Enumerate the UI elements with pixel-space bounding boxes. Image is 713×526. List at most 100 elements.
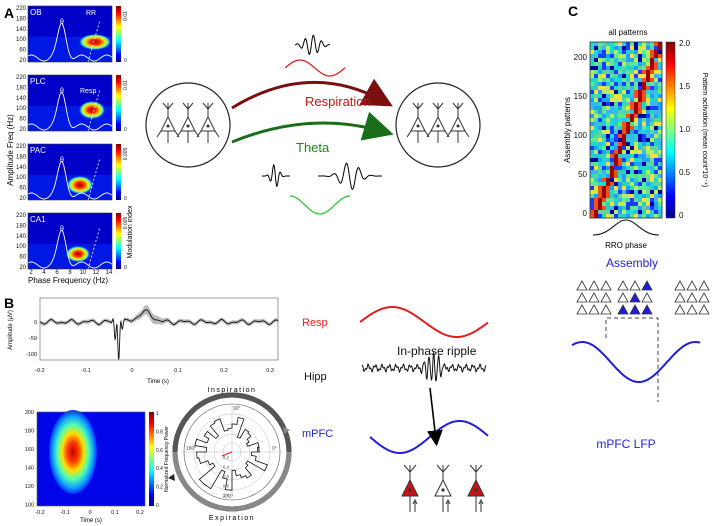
heatmap-cell xyxy=(646,70,651,75)
heatmap-cell xyxy=(630,94,635,99)
heatmap-cell xyxy=(654,162,659,167)
heatmap-cell xyxy=(654,106,659,111)
heatmap-cell xyxy=(630,142,635,147)
heatmap-cell xyxy=(638,54,643,59)
heatmap-cell xyxy=(626,82,631,87)
heatmap-cell xyxy=(658,186,663,191)
heatmap-cell xyxy=(654,134,659,139)
heatmap-cell xyxy=(650,174,655,179)
spectrogram-xlabel: Time (s) xyxy=(80,518,102,524)
heatmap-cell xyxy=(622,202,627,207)
heatmap-cell xyxy=(598,130,603,135)
y-tick-label: 20 xyxy=(19,196,26,202)
heatmap-cell xyxy=(622,74,627,79)
source-circuit xyxy=(145,82,231,168)
heatmap-cell xyxy=(650,82,655,87)
heatmap-cell xyxy=(650,42,655,47)
heatmap-cell xyxy=(646,150,651,155)
heatmap-cell xyxy=(602,154,607,159)
heatmap-cell xyxy=(626,190,631,195)
neuron-soma xyxy=(434,478,452,497)
phase-power-curve xyxy=(27,160,113,200)
heatmap-cell xyxy=(614,62,619,67)
heatmap-cell xyxy=(654,94,659,99)
heatmap-cell xyxy=(622,90,627,95)
heatmap-cell xyxy=(598,66,603,71)
panel-c-xlabel: RRO phase xyxy=(605,241,647,250)
heatmap-cell xyxy=(638,90,643,95)
in-phase-ripple-label: In-phase ripple xyxy=(397,344,477,358)
heatmap-cell xyxy=(614,214,619,219)
heatmap-cell xyxy=(650,178,655,183)
heatmap-cell xyxy=(614,182,619,187)
heatmap-cell xyxy=(642,210,647,215)
polar-angle-0: 0° xyxy=(272,446,277,452)
heatmap-cell xyxy=(622,98,627,103)
heatmap-cell xyxy=(622,190,627,195)
heatmap-cell xyxy=(606,158,611,163)
heatmap-cell xyxy=(654,178,659,183)
heatmap-cell xyxy=(602,170,607,175)
heatmap-cell xyxy=(634,78,639,83)
heatmap-cell xyxy=(606,206,611,211)
x-tick-label: 12 xyxy=(93,270,100,276)
heatmap-cell xyxy=(622,206,627,211)
y-tick-label: 180 xyxy=(16,16,27,22)
heatmap-cell xyxy=(614,74,619,79)
heatmap-cell xyxy=(654,54,659,59)
heatmap-cell xyxy=(594,130,599,135)
heatmap-cell xyxy=(606,150,611,155)
heatmap-cell xyxy=(614,206,619,211)
heatmap-cell xyxy=(602,118,607,123)
heatmap-cell xyxy=(598,98,603,103)
heatmap-cell xyxy=(634,94,639,99)
heatmap-cell xyxy=(638,186,643,191)
heatmap-cell xyxy=(650,110,655,115)
heatmap-cell xyxy=(606,42,611,47)
heatmap-cell xyxy=(626,178,631,183)
panel-a-cbar-label: Modulation index xyxy=(127,205,134,258)
heatmap-cell xyxy=(642,146,647,151)
heatmap-cell xyxy=(610,62,615,67)
heatmap-cell xyxy=(626,134,631,139)
heatmap-cell xyxy=(606,182,611,187)
heatmap-cell xyxy=(594,78,599,83)
heatmap-cell xyxy=(614,106,619,111)
polar-radius-label: 0.8 xyxy=(223,484,230,489)
assembly-label: Assembly xyxy=(606,256,658,270)
heatmap-cell xyxy=(602,110,607,115)
heatmap-cell xyxy=(634,46,639,51)
heatmap-cell xyxy=(638,154,643,159)
heatmap-cell xyxy=(658,166,663,171)
heatmap-cell xyxy=(602,74,607,79)
hipp-label: Hipp xyxy=(304,371,327,383)
heatmap-cell xyxy=(598,154,603,159)
heatmap-cell xyxy=(630,126,635,131)
heatmap-cell xyxy=(622,130,627,135)
heatmap-cell xyxy=(610,138,615,143)
phase-histogram xyxy=(194,416,268,491)
heatmap-cell xyxy=(618,66,623,71)
heatmap-cell xyxy=(622,106,627,111)
heatmap-cell xyxy=(626,210,631,215)
heatmap-cell xyxy=(598,166,603,171)
x-tick-label: 4 xyxy=(42,270,46,276)
heatmap-cell xyxy=(610,126,615,131)
heatmap-cell xyxy=(630,190,635,195)
heatmap-cell xyxy=(602,90,607,95)
heatmap-colorbar xyxy=(116,6,121,62)
neuron-triangle xyxy=(674,292,686,303)
heatmap-cell xyxy=(590,110,595,115)
heatmap-cell xyxy=(658,122,663,127)
heatmap-cell xyxy=(646,194,651,199)
heatmap-cell xyxy=(614,158,619,163)
heatmap-cell xyxy=(598,78,603,83)
heatmap-cell xyxy=(606,214,611,219)
heatmap-cell xyxy=(658,194,663,199)
resp-frequency-marker xyxy=(87,226,101,270)
heatmap-cell xyxy=(626,66,631,71)
heatmap-cell xyxy=(638,110,643,115)
heatmap-cell xyxy=(626,86,631,91)
